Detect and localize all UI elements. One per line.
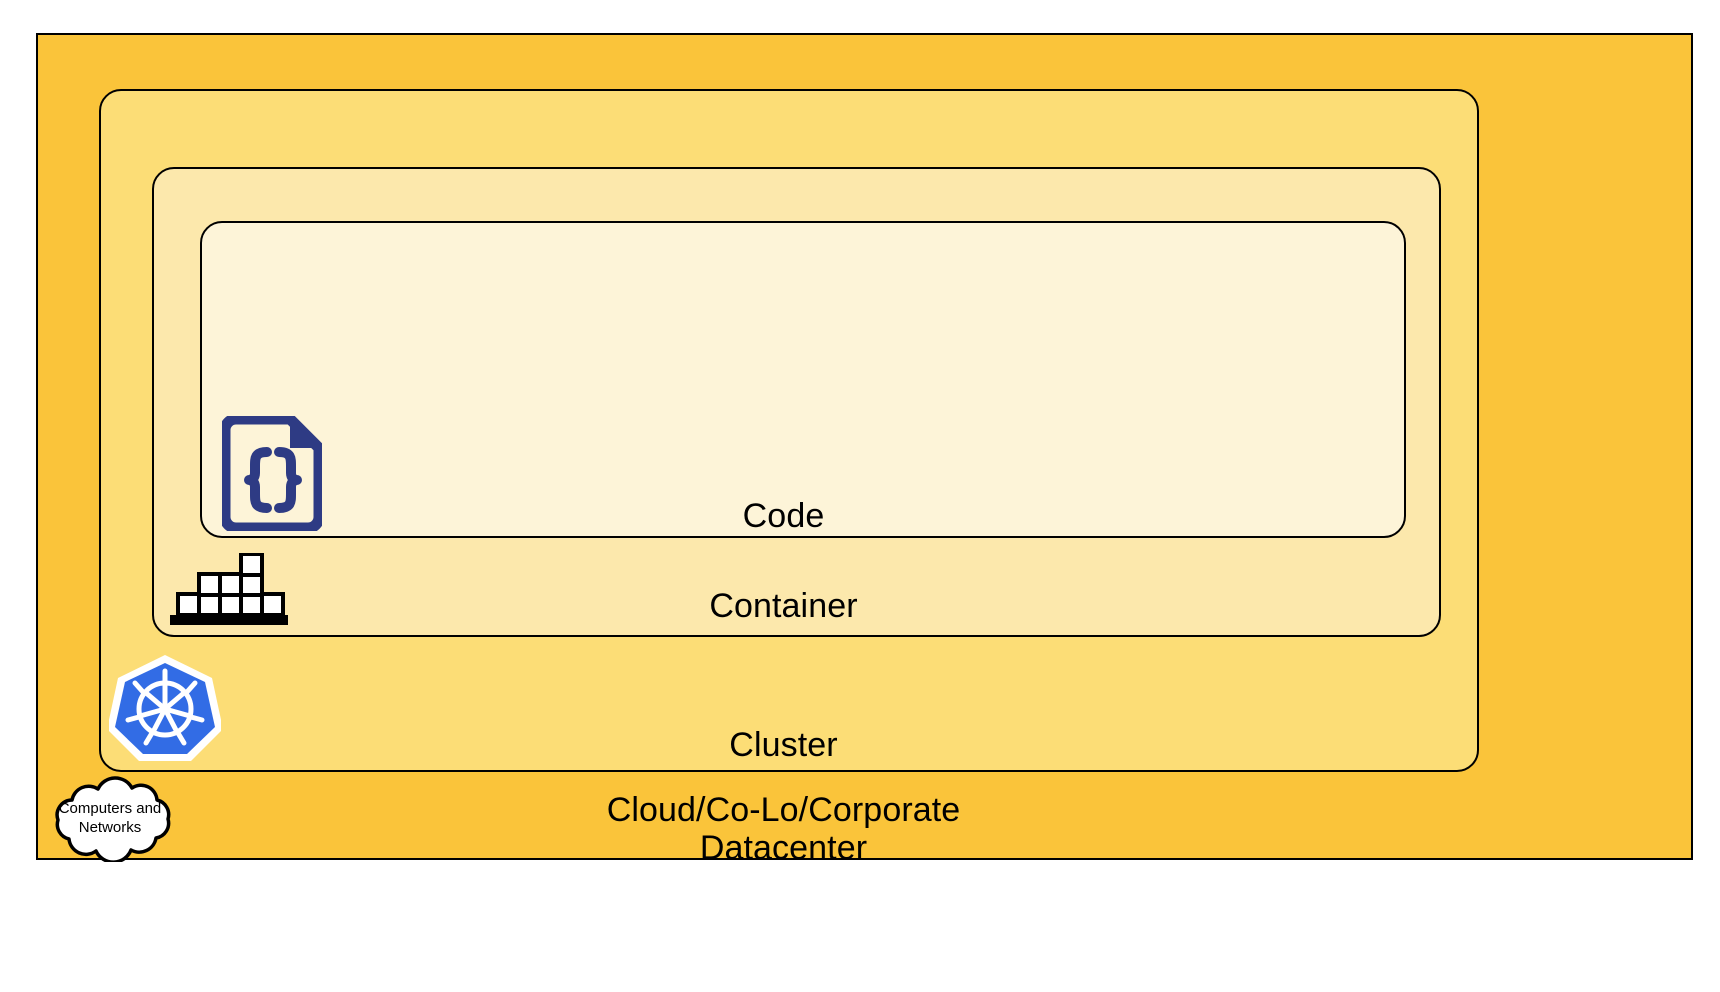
layer-label-datacenter: Cloud/Co-Lo/Corporate Datacenter bbox=[606, 791, 961, 868]
layer-label-code: Code bbox=[742, 497, 825, 535]
json-document-icon bbox=[219, 413, 325, 534]
cloud-icon bbox=[55, 776, 171, 862]
container-stack-icon bbox=[168, 552, 290, 626]
layer-label-container: Container bbox=[709, 587, 858, 625]
cloud-callout-computers-networks: Computers and Networks bbox=[36, 776, 184, 862]
cloud-callout-label: Computers and Networks bbox=[58, 800, 162, 836]
layer-label-cluster: Cluster bbox=[729, 726, 838, 764]
layer-code bbox=[200, 221, 1406, 538]
kubernetes-icon bbox=[107, 654, 223, 764]
